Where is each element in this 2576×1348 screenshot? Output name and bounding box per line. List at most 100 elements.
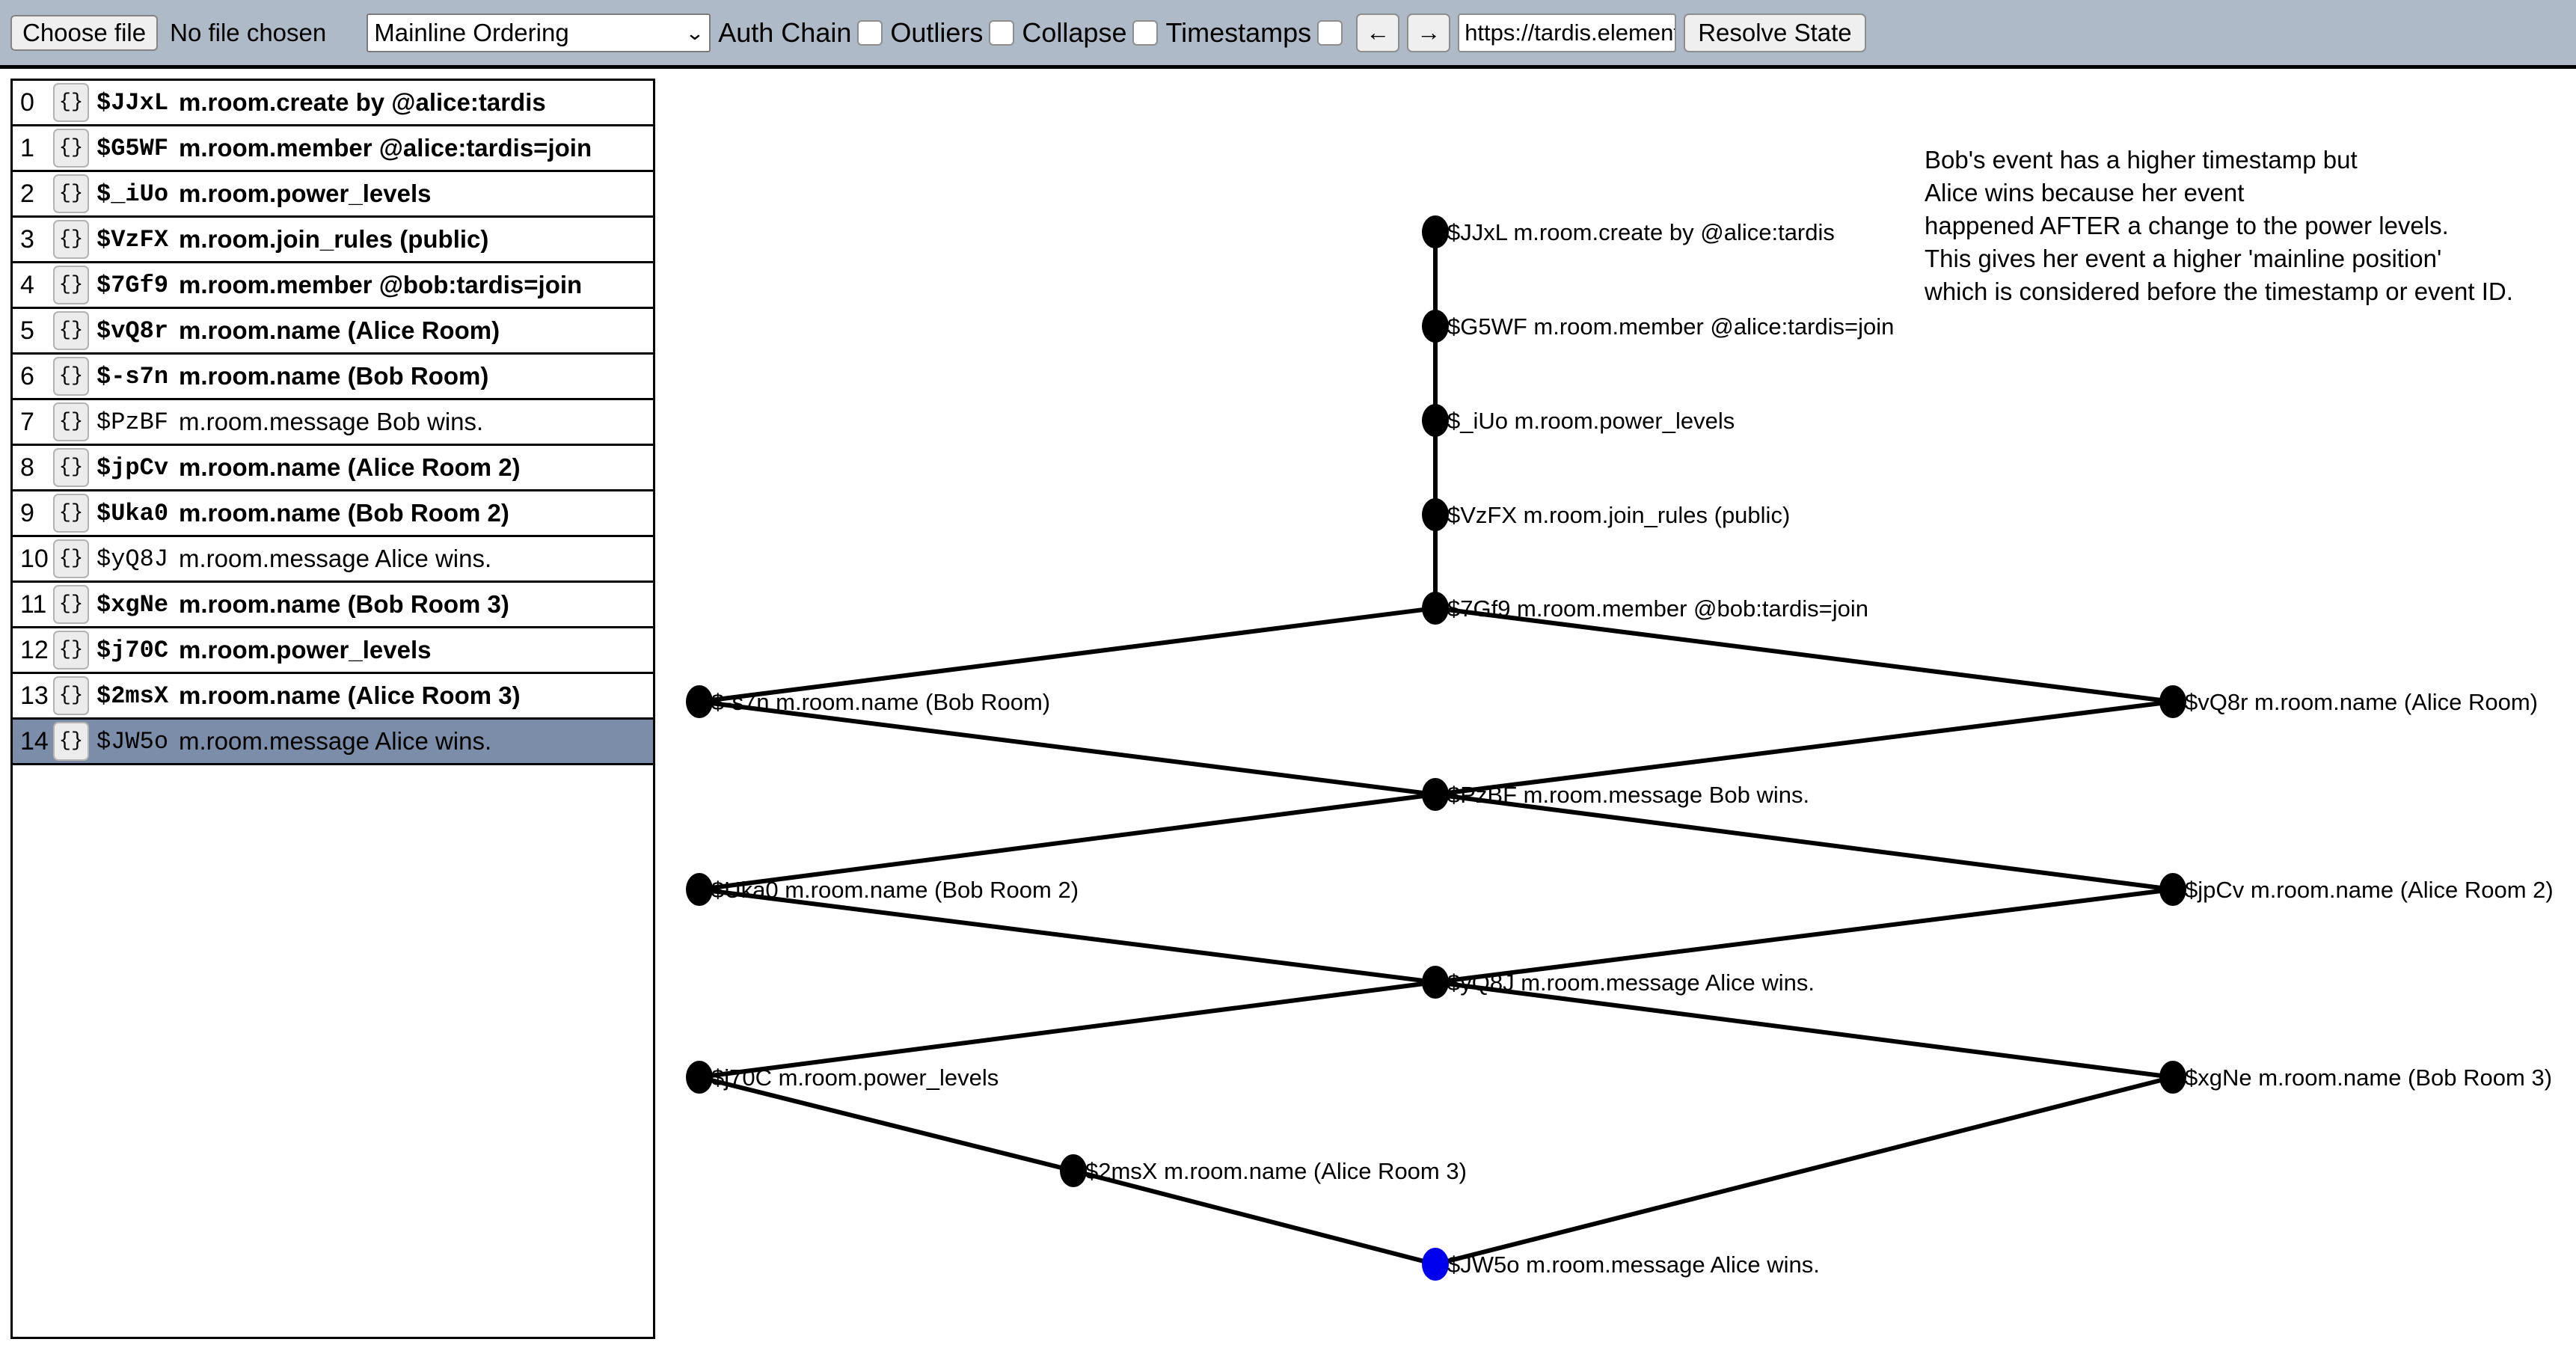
view-json-button[interactable]: {} (53, 585, 89, 624)
homeserver-url-input[interactable]: https://tardis.element.dev (1458, 13, 1677, 52)
view-json-button[interactable]: {} (53, 83, 89, 122)
choose-file-button[interactable]: Choose file (10, 14, 159, 51)
graph-node[interactable]: $2msX m.room.name (Alice Room 3) (1060, 1154, 1467, 1187)
graph-node-circle[interactable] (2159, 873, 2186, 906)
view-json-button[interactable]: {} (53, 722, 89, 761)
collapse-label: Collapse (1022, 16, 1127, 48)
graph-node[interactable]: $PzBF m.room.message Bob wins. (1422, 778, 1809, 811)
graph-node[interactable]: $jpCv m.room.name (Alice Room 2) (2159, 873, 2554, 906)
graph-node[interactable]: $7Gf9 m.room.member @bob:tardis=join (1422, 592, 1868, 625)
graph-node-circle[interactable] (2159, 685, 2186, 718)
graph-node[interactable]: $vQ8r m.room.name (Alice Room) (2159, 685, 2538, 718)
view-json-button[interactable]: {} (53, 311, 89, 350)
event-description: m.room.power_levels (179, 180, 432, 207)
graph-node-circle[interactable] (686, 685, 713, 718)
graph-node[interactable]: $xgNe m.room.name (Bob Room 3) (2159, 1061, 2552, 1094)
collapse-checkbox[interactable] (1132, 19, 1159, 46)
event-description: m.room.member @alice:tardis=join (179, 134, 592, 162)
graph-node-circle[interactable] (1060, 1154, 1087, 1187)
graph-node-label: $jpCv m.room.name (Alice Room 2) (2185, 877, 2554, 903)
graph-node-label: $JW5o m.room.message Alice wins. (1447, 1252, 1820, 1278)
graph-node[interactable]: $Uka0 m.room.name (Bob Room 2) (686, 873, 1079, 906)
event-dag-graph[interactable]: $JJxL m.room.create by @alice:tardis $G5W… (666, 75, 2576, 1347)
view-json-button[interactable]: {} (53, 220, 89, 259)
graph-node-circle[interactable] (1422, 498, 1449, 531)
graph-node-circle[interactable] (1422, 778, 1449, 811)
timestamps-checkbox[interactable] (1317, 19, 1343, 46)
view-json-button[interactable]: {} (53, 402, 89, 441)
graph-node-circle[interactable] (2159, 1061, 2186, 1094)
view-json-button[interactable]: {} (53, 539, 89, 578)
graph-edge (1073, 1168, 1436, 1266)
file-status-text: No file chosen (170, 18, 327, 46)
graph-edge (699, 1075, 1074, 1173)
view-json-button[interactable]: {} (53, 174, 89, 213)
event-description: m.room.create by @alice:tardis (179, 88, 546, 116)
graph-node-circle[interactable] (686, 873, 713, 906)
event-description: m.room.join_rules (public) (179, 225, 489, 253)
graph-node[interactable]: $JW5o m.room.message Alice wins. (1422, 1248, 1820, 1281)
back-arrow-button[interactable]: ← (1356, 13, 1400, 52)
graph-node[interactable]: $yQ8J m.room.message Alice wins. (1422, 966, 1815, 999)
graph-node-selected-circle[interactable] (1422, 1248, 1449, 1281)
graph-edge (1435, 699, 2174, 797)
graph-node-circle[interactable] (1422, 966, 1449, 999)
auth-chain-checkbox[interactable] (857, 19, 883, 46)
graph-node-label: $yQ8J m.room.message Alice wins. (1447, 969, 1815, 996)
event-id: $2msX (96, 681, 169, 710)
graph-node[interactable]: $G5WF m.room.member @alice:tardis=join (1422, 310, 1894, 343)
graph-node[interactable]: $JJxL m.room.create by @alice:tardis (1422, 215, 1835, 248)
forward-arrow-button[interactable]: → (1407, 13, 1451, 52)
view-json-button[interactable]: {} (53, 266, 89, 304)
graph-edge (699, 792, 1436, 892)
view-json-button[interactable]: {} (53, 129, 89, 168)
event-id: $JJxL (96, 88, 169, 117)
graph-node-circle[interactable] (1422, 310, 1449, 343)
view-json-button[interactable]: {} (53, 494, 89, 533)
graph-node-label: $Uka0 m.room.name (Bob Room 2) (711, 877, 1079, 903)
graph-canvas: $JJxL m.room.create by @alice:tardis $G5W… (686, 215, 2554, 1281)
outliers-checkbox[interactable] (989, 19, 1015, 46)
graph-node-circle[interactable] (686, 1061, 713, 1094)
graph-edge (1435, 887, 2174, 984)
event-description: m.room.name (Bob Room) (179, 362, 489, 390)
graph-node[interactable]: $_iUo m.room.power_levels (1422, 404, 1735, 437)
graph-node[interactable]: $-s7n m.room.name (Bob Room) (686, 685, 1050, 718)
event-description: m.room.message Alice wins. (179, 727, 492, 755)
graph-node-label: $JJxL m.room.create by @alice:tardis (1447, 219, 1835, 245)
event-description: m.room.name (Alice Room 3) (179, 681, 521, 709)
graph-node-circle[interactable] (1422, 592, 1449, 625)
outliers-label: Outliers (890, 16, 984, 48)
event-description: m.room.name (Alice Room 2) (179, 453, 521, 481)
graph-node-circle[interactable] (1422, 404, 1449, 437)
view-json-button[interactable]: {} (53, 676, 89, 715)
chevron-down-icon: ⌄ (685, 21, 705, 44)
view-json-button[interactable]: {} (53, 357, 89, 396)
file-input-group[interactable]: Choose file No file chosen (10, 14, 327, 51)
resolve-state-button[interactable]: Resolve State (1684, 13, 1866, 52)
view-json-button[interactable]: {} (53, 448, 89, 487)
view-json-button[interactable]: {} (53, 631, 89, 670)
ordering-select[interactable]: Mainline Ordering ⌄ (367, 13, 711, 52)
event-id: $Uka0 (96, 499, 169, 527)
graph-node[interactable]: $j70C m.room.power_levels (686, 1061, 999, 1094)
graph-node[interactable]: $VzFX m.room.join_rules (public) (1422, 498, 1790, 531)
graph-node-circle[interactable] (1422, 215, 1449, 248)
